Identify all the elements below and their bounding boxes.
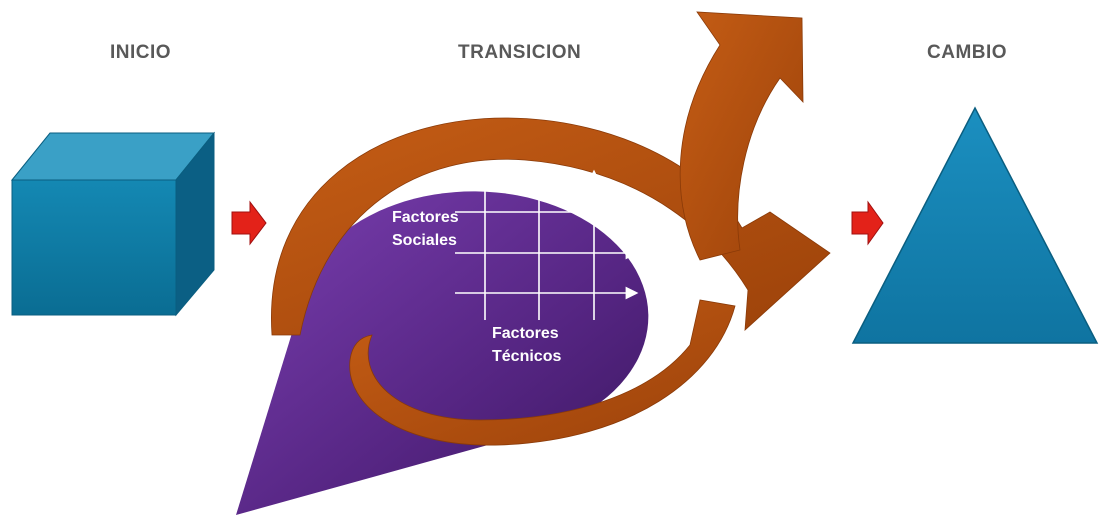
cube-shape — [10, 131, 216, 317]
orange-bottom-arc — [349, 299, 736, 446]
orange-arc-arrow — [271, 117, 831, 336]
social-factors-line-2: Sociales — [392, 232, 457, 249]
stage-label-transition: TRANSICION — [458, 42, 582, 63]
technical-factors-line-2: Técnicos — [492, 348, 561, 365]
small-arrow-left — [231, 200, 267, 246]
small-arrow-right — [851, 200, 884, 246]
stage-label-change: CAMBIO — [927, 42, 1008, 63]
triangle-shape — [851, 106, 1099, 344]
technical-factors-line-1: Factores — [492, 325, 559, 342]
social-factors-label: Factores Sociales — [392, 209, 463, 249]
purple-cone-shape — [236, 191, 649, 515]
social-factors-line-1: Factores — [392, 209, 459, 226]
factors-grid — [455, 169, 639, 320]
technical-factors-label: Factores Técnicos — [492, 325, 563, 365]
orange-up-arrow — [679, 11, 804, 261]
stage-label-start: INICIO — [110, 42, 172, 63]
